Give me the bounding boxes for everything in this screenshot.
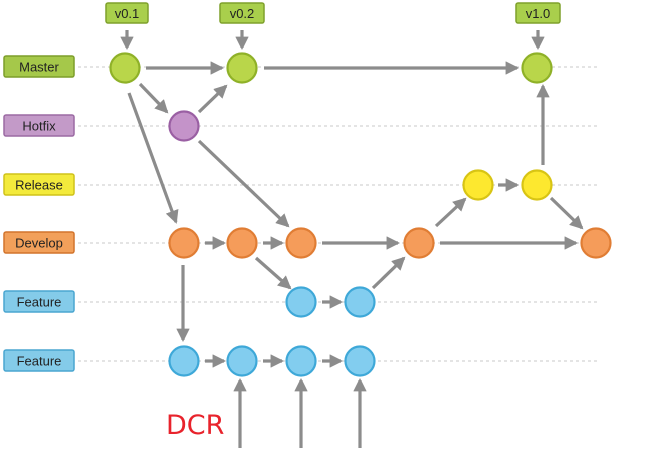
- tag-v0-1: v0.1: [105, 2, 149, 24]
- flow-arrow: [434, 197, 467, 228]
- branch-label-develop: Develop: [3, 231, 75, 254]
- branch-label-master-text: Master: [19, 60, 59, 75]
- commit-develop: [580, 227, 612, 259]
- lane-lines: [78, 66, 612, 362]
- branch-label-feature-2-text: Feature: [17, 354, 62, 369]
- commit-master: [109, 52, 141, 84]
- flow-arrow: [197, 139, 290, 228]
- commit-develop: [226, 227, 258, 259]
- branch-label-develop-text: Develop: [15, 236, 63, 251]
- branch-label-hotfix: Hotfix: [3, 114, 75, 137]
- commit-feature: [344, 345, 376, 377]
- arrows: [120, 30, 584, 448]
- branch-label-master: Master: [3, 55, 75, 78]
- flow-arrow: [197, 84, 228, 114]
- commit-develop: [403, 227, 435, 259]
- commit-feature: [285, 286, 317, 318]
- commit-master: [521, 52, 553, 84]
- branch-label-hotfix-text: Hotfix: [22, 119, 56, 134]
- flow-arrow: [549, 196, 584, 230]
- commit-hotfix: [168, 110, 200, 142]
- branch-label-release: Release: [3, 173, 75, 196]
- commits: [109, 52, 612, 377]
- branch-label-feature-1: Feature: [3, 290, 75, 313]
- tag-v0-2-text: v0.2: [230, 6, 255, 21]
- commit-develop: [168, 227, 200, 259]
- branch-label-feature-1-text: Feature: [17, 295, 62, 310]
- tag-v1-0: v1.0: [515, 2, 561, 24]
- flow-arrow: [254, 256, 292, 290]
- branch-label-feature-2: Feature: [3, 349, 75, 372]
- commit-feature: [285, 345, 317, 377]
- dcr-caption: DCR: [166, 410, 224, 441]
- commit-release: [462, 169, 494, 201]
- flow-arrow: [371, 256, 406, 290]
- commit-feature: [168, 345, 200, 377]
- commit-develop: [285, 227, 317, 259]
- commit-feature: [226, 345, 258, 377]
- flow-arrow: [127, 92, 179, 224]
- commit-feature: [344, 286, 376, 318]
- branch-label-release-text: Release: [15, 178, 63, 193]
- flow-arrow: [138, 82, 169, 114]
- tag-v1-0-text: v1.0: [526, 6, 551, 21]
- commit-master: [226, 52, 258, 84]
- tag-v0-1-text: v0.1: [115, 6, 140, 21]
- commit-release: [521, 169, 553, 201]
- tag-v0-2: v0.2: [219, 2, 265, 24]
